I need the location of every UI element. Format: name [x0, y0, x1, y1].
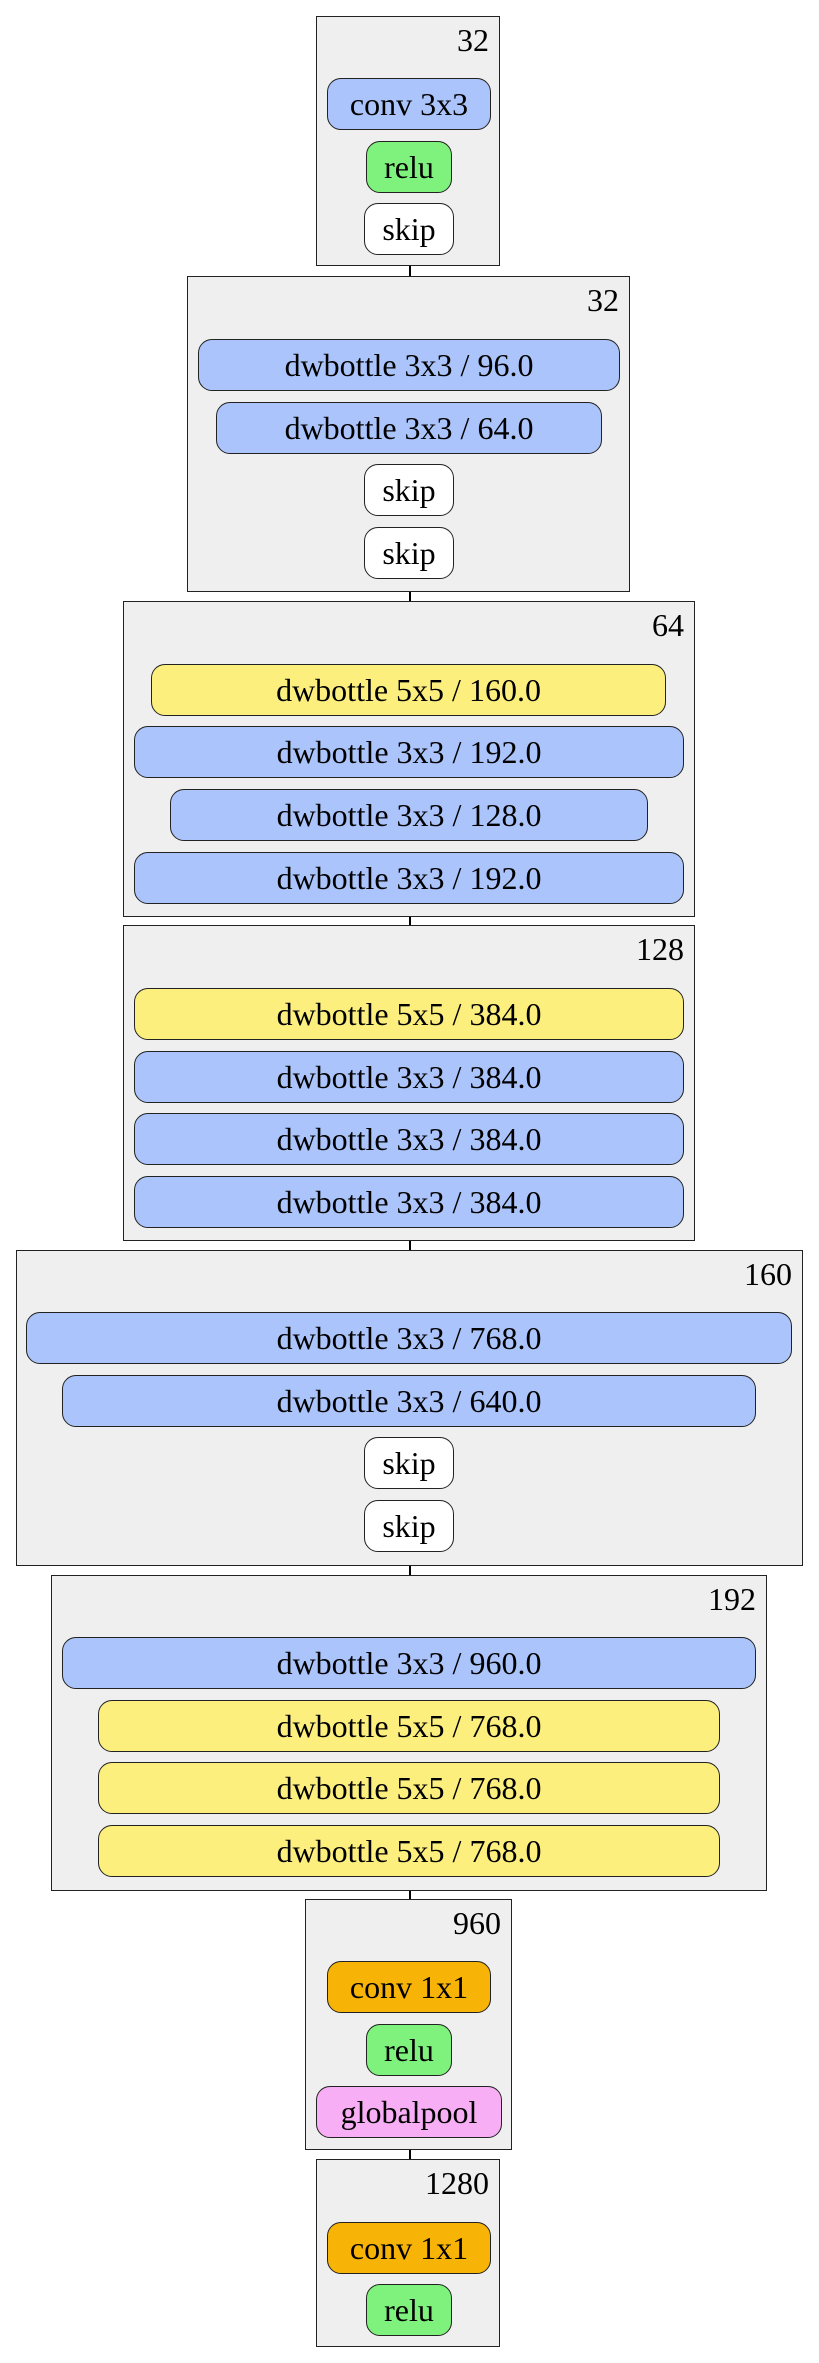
op-block: skip	[364, 203, 454, 255]
op-block: skip	[364, 1437, 454, 1489]
stage-channels: 128	[636, 931, 684, 967]
op-block: skip	[364, 1500, 454, 1552]
stage-channels: 160	[744, 1256, 792, 1292]
op-block: dwbottle 3x3 / 64.0	[216, 402, 602, 454]
op-block: dwbottle 5x5 / 384.0	[134, 988, 684, 1040]
op-block: relu	[366, 141, 452, 193]
op-block: relu	[366, 2284, 452, 2336]
stage-channels: 960	[453, 1905, 501, 1941]
op-block: dwbottle 5x5 / 768.0	[98, 1762, 720, 1814]
op-block: dwbottle 3x3 / 384.0	[134, 1176, 684, 1228]
op-block: dwbottle 5x5 / 768.0	[98, 1825, 720, 1877]
op-block: skip	[364, 464, 454, 516]
op-block: dwbottle 3x3 / 384.0	[134, 1113, 684, 1165]
op-block: dwbottle 3x3 / 192.0	[134, 726, 684, 778]
op-block: dwbottle 3x3 / 960.0	[62, 1637, 756, 1689]
stage-channels: 1280	[425, 2165, 489, 2201]
op-block: dwbottle 3x3 / 640.0	[62, 1375, 756, 1427]
stage-channels: 32	[587, 282, 619, 318]
op-block: conv 1x1	[327, 2222, 491, 2274]
op-block: conv 1x1	[327, 1961, 491, 2013]
op-block: dwbottle 5x5 / 768.0	[98, 1700, 720, 1752]
op-block: dwbottle 3x3 / 128.0	[170, 789, 648, 841]
stage-channels: 192	[708, 1581, 756, 1617]
op-block: dwbottle 3x3 / 768.0	[26, 1312, 792, 1364]
op-block: dwbottle 5x5 / 160.0	[151, 664, 666, 716]
op-block: dwbottle 3x3 / 384.0	[134, 1051, 684, 1103]
op-block: dwbottle 3x3 / 96.0	[198, 339, 620, 391]
op-block: globalpool	[316, 2086, 502, 2138]
op-block: relu	[366, 2024, 452, 2076]
op-block: dwbottle 3x3 / 192.0	[134, 852, 684, 904]
stage-channels: 32	[457, 22, 489, 58]
op-block: skip	[364, 527, 454, 579]
op-block: conv 3x3	[327, 78, 491, 130]
stage-channels: 64	[652, 607, 684, 643]
